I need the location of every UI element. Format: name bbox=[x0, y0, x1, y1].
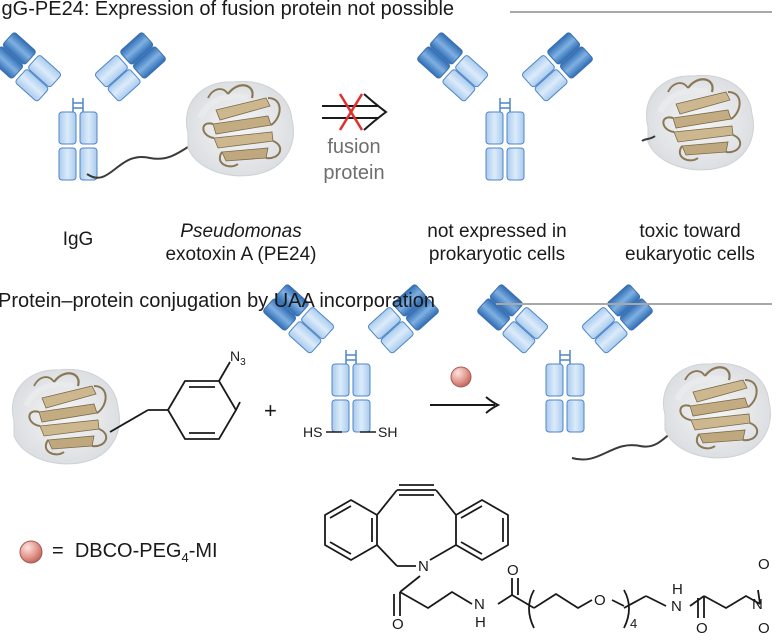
protein-pe24-icon bbox=[186, 81, 293, 176]
section-title-conjugation: Protein–protein conjugation by UAA incor… bbox=[0, 290, 435, 312]
protein-pe24-icon bbox=[646, 75, 753, 170]
atom-label: H bbox=[475, 614, 486, 631]
atom-label: N bbox=[474, 596, 485, 613]
label-pe24: Pseudomonas exotoxin A (PE24) bbox=[165, 221, 317, 265]
antibody-icon bbox=[415, 30, 595, 181]
atom-label: N bbox=[752, 596, 763, 613]
atom-label: O bbox=[392, 616, 404, 633]
label-igg: IgG bbox=[62, 229, 94, 250]
thiol-right-label: SH bbox=[378, 424, 398, 440]
atom-label: O bbox=[594, 592, 606, 609]
atom-label: O bbox=[507, 562, 519, 579]
atom-label: O bbox=[758, 556, 770, 573]
reagent-ball-icon bbox=[450, 366, 472, 388]
protein-tail bbox=[641, 135, 656, 142]
crossed-arrow-icon bbox=[322, 93, 388, 131]
atom-label: O bbox=[758, 620, 770, 637]
reagent-ball-icon bbox=[19, 540, 43, 564]
fusion-linker bbox=[86, 141, 197, 179]
label-toxic: toxic toward eukaryotic cells bbox=[625, 221, 755, 265]
reaction-arrow-icon bbox=[430, 396, 501, 414]
fusion-protein-label: fusion protein bbox=[323, 136, 385, 184]
atom-label: H bbox=[672, 581, 683, 598]
azidophenyl-group bbox=[109, 361, 241, 440]
antibody-icon bbox=[475, 282, 655, 433]
atom-label: 4 bbox=[630, 616, 638, 631]
protein-pe24-icon bbox=[12, 369, 119, 464]
reagent-legend: = DBCO-PEG4-MI bbox=[52, 540, 218, 565]
conjugate-linker bbox=[571, 431, 673, 461]
atom-label: N bbox=[671, 598, 682, 615]
atom-label: N bbox=[418, 558, 429, 575]
dbco-peg4-mi-structure bbox=[324, 484, 761, 629]
thiol-left-label: HS bbox=[303, 424, 323, 440]
protein-pe24-icon bbox=[663, 363, 770, 458]
section-title-fusion: IgG-PE24: Expression of fusion protein n… bbox=[0, 0, 455, 20]
label-not-expressed: not expressed in prokaryotic cells bbox=[427, 221, 567, 265]
atom-label: O bbox=[696, 620, 708, 637]
section-divider bbox=[510, 11, 772, 13]
plus-sign: + bbox=[264, 398, 277, 423]
azide-label: N3 bbox=[230, 348, 246, 368]
section-divider bbox=[496, 303, 772, 305]
